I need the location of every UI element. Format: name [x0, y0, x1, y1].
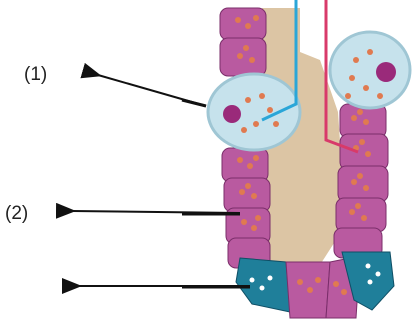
left-goblet-cell [208, 74, 300, 150]
arrow-3 [78, 286, 250, 287]
crypt-base [236, 252, 394, 318]
right-goblet-cell [330, 32, 410, 108]
arrow-1 [98, 75, 206, 106]
label-1: (1) [24, 65, 47, 84]
right-cell-column [334, 104, 388, 258]
arrow-2 [72, 211, 240, 214]
label-2: (2) [5, 204, 28, 223]
